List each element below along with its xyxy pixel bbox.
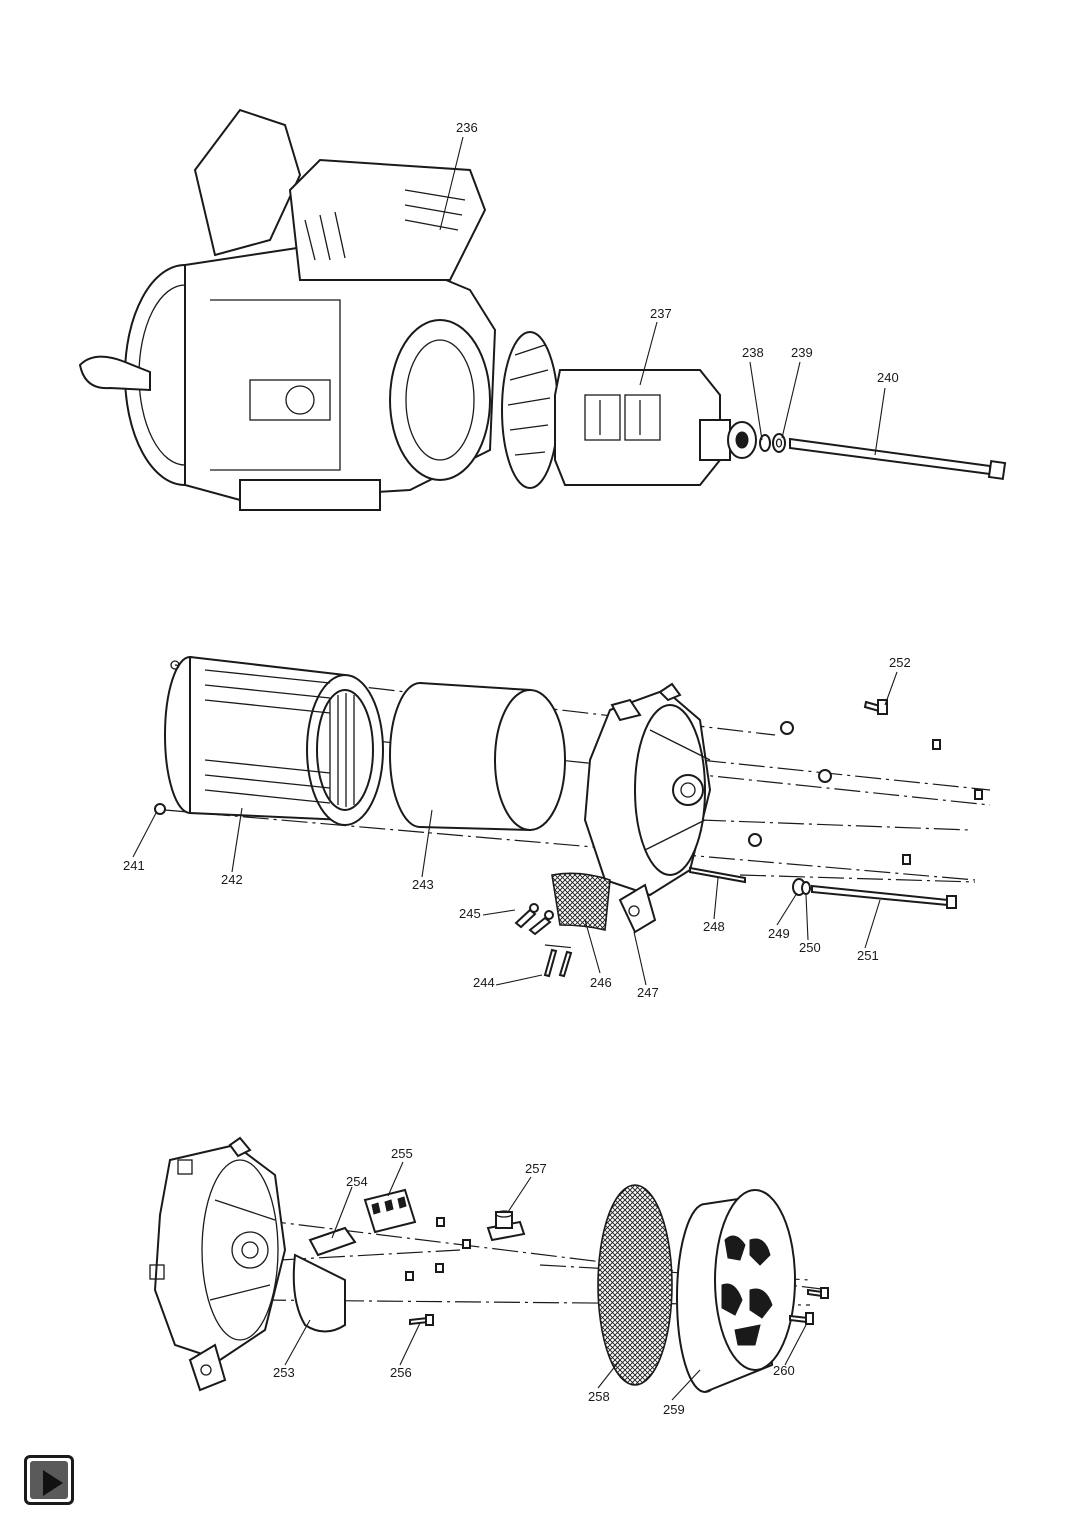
stator-assembly-group	[154, 655, 991, 978]
callout-244: 244	[473, 975, 495, 990]
callout-248: 248	[703, 919, 725, 934]
connector-257	[486, 1210, 526, 1242]
cover-253	[292, 1253, 346, 1333]
callout-241: 241	[123, 858, 145, 873]
stator-housing-242	[164, 655, 384, 826]
callout-260: 260	[773, 1363, 795, 1378]
callout-247: 247	[637, 985, 659, 1000]
callout-249: 249	[768, 926, 790, 941]
play-icon	[43, 1470, 63, 1496]
terminals-245	[514, 903, 554, 936]
callout-238: 238	[742, 345, 764, 360]
rotor-assembly	[501, 331, 757, 489]
engine-block	[78, 108, 497, 511]
callout-240: 240	[877, 370, 899, 385]
callout-239: 239	[791, 345, 813, 360]
callout-237: 237	[650, 306, 672, 321]
callout-243: 243	[412, 877, 434, 892]
callout-250: 250	[799, 940, 821, 955]
end-cap-259	[676, 1189, 796, 1393]
callout-236: 236	[456, 120, 478, 135]
sleeve-243	[389, 682, 566, 832]
pins-244	[543, 944, 576, 978]
end-bracket-view	[149, 1136, 287, 1392]
washer-239	[772, 433, 786, 453]
callout-254: 254	[346, 1174, 368, 1189]
through-bolt-240	[789, 437, 1007, 481]
rectifier-255	[363, 1188, 417, 1234]
screw-256	[409, 1314, 434, 1326]
callout-253: 253	[273, 1365, 295, 1380]
engine-assembly-group	[78, 108, 1007, 511]
nut-241	[154, 803, 166, 815]
callout-259: 259	[663, 1402, 685, 1417]
end-bracket-247	[583, 682, 712, 934]
board-254	[308, 1226, 357, 1257]
rod-248	[689, 866, 746, 884]
callout-252: 252	[889, 655, 911, 670]
callout-255: 255	[391, 1146, 413, 1161]
bolt-251	[811, 884, 957, 909]
mesh-screen-246	[551, 872, 611, 932]
callout-246: 246	[590, 975, 612, 990]
callout-257: 257	[525, 1161, 547, 1176]
mesh-screen-258	[597, 1184, 673, 1386]
callout-242: 242	[221, 872, 243, 887]
callout-258: 258	[588, 1389, 610, 1404]
nut-250	[801, 881, 811, 895]
callout-245: 245	[459, 906, 481, 921]
next-page-button[interactable]	[24, 1455, 74, 1505]
callout-251: 251	[857, 948, 879, 963]
screw-252	[863, 699, 888, 715]
washer-238	[759, 434, 771, 452]
next-page-button-face	[30, 1461, 68, 1499]
callout-256: 256	[390, 1365, 412, 1380]
screw-260	[789, 1287, 829, 1325]
end-cover-group	[149, 1136, 831, 1393]
